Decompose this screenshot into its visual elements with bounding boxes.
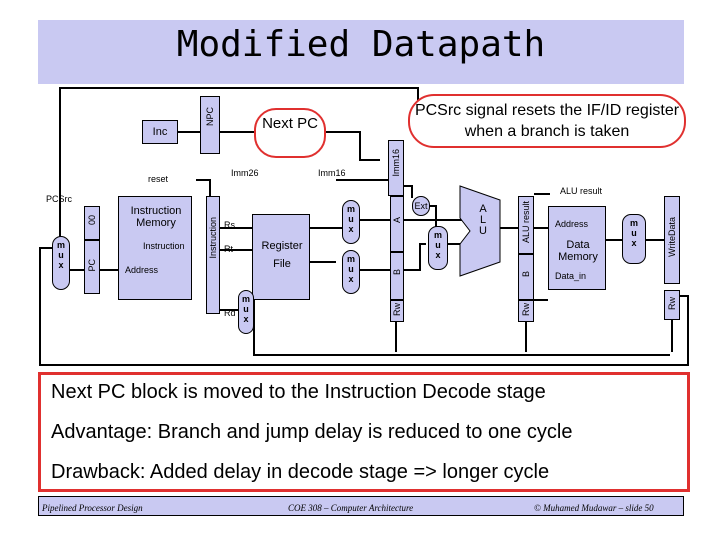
bullet-3: Drawback: Added delay in decode stage =>… xyxy=(51,461,550,483)
bullet-2: Advantage: Branch and jump delay is redu… xyxy=(51,421,573,443)
zero-zero-register: 00 xyxy=(84,206,100,240)
data-memory-label: Data Memory xyxy=(558,239,598,263)
register-file-label: Register File xyxy=(261,240,303,270)
rw-label-3: Rw xyxy=(667,297,677,310)
rs-label: Rs xyxy=(224,220,235,230)
bullet-1: Next PC block is moved to the Instructio… xyxy=(51,381,546,403)
pc-label: PC xyxy=(87,259,97,272)
rw-label-1: Rw xyxy=(392,303,402,316)
rw-register-1: Rw xyxy=(390,300,404,322)
write-data-register: WriteData xyxy=(664,196,680,284)
rw-register-3: Rw xyxy=(664,290,680,320)
footer-center: COE 308 – Computer Architecture xyxy=(288,503,414,513)
imm16-vertical-label: Imm16 xyxy=(391,149,401,177)
slide-title: Modified Datapath xyxy=(176,24,546,65)
pc-register: PC xyxy=(84,240,100,294)
instruction-register-label: Instruction xyxy=(208,217,218,259)
register-file: Register File xyxy=(252,214,310,300)
a-register: A xyxy=(390,196,404,252)
imm16-label: Imm16 xyxy=(318,168,346,178)
zero-zero-label: 00 xyxy=(87,215,97,226)
rt-label: Rt xyxy=(224,244,233,254)
instruction-port-label: Instruction xyxy=(143,241,185,251)
footer-right: © Muhamed Mudawar – slide 50 xyxy=(534,503,654,513)
rw-register-2: Rw xyxy=(518,300,534,322)
ex-b-register: B xyxy=(518,254,534,300)
footer-bar xyxy=(38,496,684,516)
alu-label: A L U xyxy=(479,203,487,237)
rd-label: Rd xyxy=(224,308,236,318)
data-memory-address-label: Address xyxy=(555,219,589,229)
rw-label-2: Rw xyxy=(521,303,531,316)
data-in-label: Data_in xyxy=(555,271,587,281)
npc-label: NPC xyxy=(205,107,215,127)
reset-label: reset xyxy=(148,174,169,184)
npc-register: NPC xyxy=(200,96,220,154)
instruction-memory: Instruction Memory Instruction Address xyxy=(118,196,192,300)
alu-result-register: ALU result xyxy=(518,196,534,254)
imm26-label: Imm26 xyxy=(231,168,259,178)
footer-left: Pipelined Processor Design xyxy=(42,503,143,513)
inc-box: Inc xyxy=(142,120,178,144)
a-label: A xyxy=(392,217,402,224)
write-data-label: WriteData xyxy=(667,217,677,257)
next-pc-block: Next PC xyxy=(254,108,326,158)
ext-unit: Ext xyxy=(412,196,430,216)
pcsrc-label: PCSrc xyxy=(46,194,73,204)
instruction-memory-label: Instruction Memory xyxy=(130,205,182,229)
ex-b-label: B xyxy=(521,271,531,278)
b-label: B xyxy=(392,269,402,276)
data-memory: Address Data Memory Data_in xyxy=(548,206,606,290)
address-port-label: Address xyxy=(125,265,159,275)
bullet-box: Next PC block is moved to the Instructio… xyxy=(38,372,690,492)
pcsrc-callout: PCSrc signal resets the IF/ID register w… xyxy=(408,94,686,148)
b-register: B xyxy=(390,252,404,300)
imm16-register: Imm16 xyxy=(388,140,404,196)
alu-result-top-label: ALU result xyxy=(560,186,603,196)
instruction-register: Instruction xyxy=(206,196,220,314)
title-band xyxy=(38,20,684,84)
alu-result-register-label: ALU result xyxy=(521,201,531,244)
